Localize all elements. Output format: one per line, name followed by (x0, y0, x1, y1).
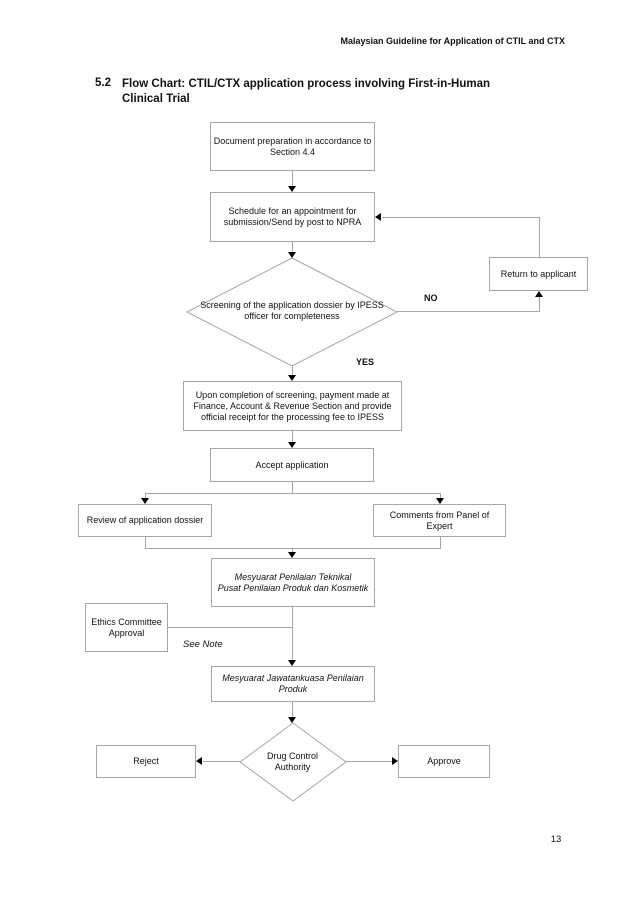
flow-node-mesyuarat-teknikal: Mesyuarat Penilaian Teknikal Pusat Penil… (211, 558, 375, 607)
dca-decision-diamond (239, 722, 347, 802)
arrowhead-down-icon (288, 660, 296, 666)
dca-line2: Authority (274, 761, 311, 772)
page-header: Malaysian Guideline for Application of C… (340, 36, 565, 46)
flow-node-payment: Upon completion of screening, payment ma… (183, 381, 402, 431)
edge-label-no: NO (424, 293, 438, 303)
connector-line (145, 493, 440, 494)
connector-line (292, 482, 293, 493)
connector-line (440, 537, 441, 548)
flow-node-document-preparation: Document preparation in accordance to Se… (210, 122, 375, 171)
connector-line (440, 493, 441, 498)
arrowhead-right-icon (392, 757, 398, 765)
section-title-line1: Flow Chart: CTIL/CTX application process… (122, 78, 491, 90)
section-title: Flow Chart: CTIL/CTX application process… (122, 77, 562, 107)
mesyuarat-teknikal-line1: Mesyuarat Penilaian Teknikal (234, 571, 352, 582)
connector-line (539, 217, 540, 257)
dca-line1: Drug Control (266, 750, 319, 761)
flow-node-return-to-applicant: Return to applicant (489, 257, 588, 291)
connector-line (145, 493, 146, 498)
flow-node-screening: Screening of the application dossier by … (200, 300, 384, 321)
arrowhead-down-icon (288, 186, 296, 192)
flow-node-approve: Approve (398, 745, 490, 778)
see-note-label: See Note (183, 639, 223, 650)
flow-node-reject: Reject (96, 745, 196, 778)
connector-line (345, 761, 392, 762)
connector-line (292, 431, 293, 442)
connector-line (539, 297, 540, 311)
flow-node-mesyuarat-jawatankuasa: Mesyuarat Jawatankuasa Penilaian Produk (211, 666, 375, 702)
connector-line (168, 627, 292, 628)
flow-node-drug-control-authority: Drug Control Authority (240, 724, 345, 799)
flow-node-schedule-appointment: Schedule for an appointment for submissi… (210, 192, 375, 242)
connector-line (145, 548, 441, 549)
flow-node-ethics-committee: Ethics Committee Approval (85, 603, 168, 652)
arrowhead-down-icon (436, 498, 444, 504)
connector-line (397, 311, 540, 312)
edge-label-yes: YES (356, 357, 375, 367)
connector-line (292, 171, 293, 186)
flow-node-accept-application: Accept application (210, 448, 374, 482)
flow-node-review-dossier: Review of application dossier (78, 504, 212, 537)
connector-line (292, 548, 293, 552)
flow-node-panel-comments: Comments from Panel of Expert (373, 504, 506, 537)
arrowhead-down-icon (288, 717, 296, 723)
arrowhead-down-icon (288, 252, 296, 258)
connector-line (145, 537, 146, 548)
connector-line (292, 365, 293, 375)
section-number: 5.2 (95, 77, 111, 89)
arrowhead-down-icon (288, 552, 296, 558)
arrowhead-down-icon (288, 375, 296, 381)
page-number: 13 (550, 834, 562, 845)
mesyuarat-teknikal-line2: Pusat Penilaian Produk dan Kosmetik (217, 582, 369, 593)
connector-line (292, 242, 293, 252)
connector-line (382, 217, 540, 218)
connector-line (292, 607, 293, 660)
arrowhead-down-icon (141, 498, 149, 504)
arrowhead-left-icon (375, 213, 381, 221)
arrowhead-up-icon (535, 291, 543, 297)
arrowhead-down-icon (288, 442, 296, 448)
connector-line (203, 761, 240, 762)
arrowhead-left-icon (196, 757, 202, 765)
section-title-line2: Clinical Trial (122, 93, 190, 105)
connector-line (292, 702, 293, 717)
